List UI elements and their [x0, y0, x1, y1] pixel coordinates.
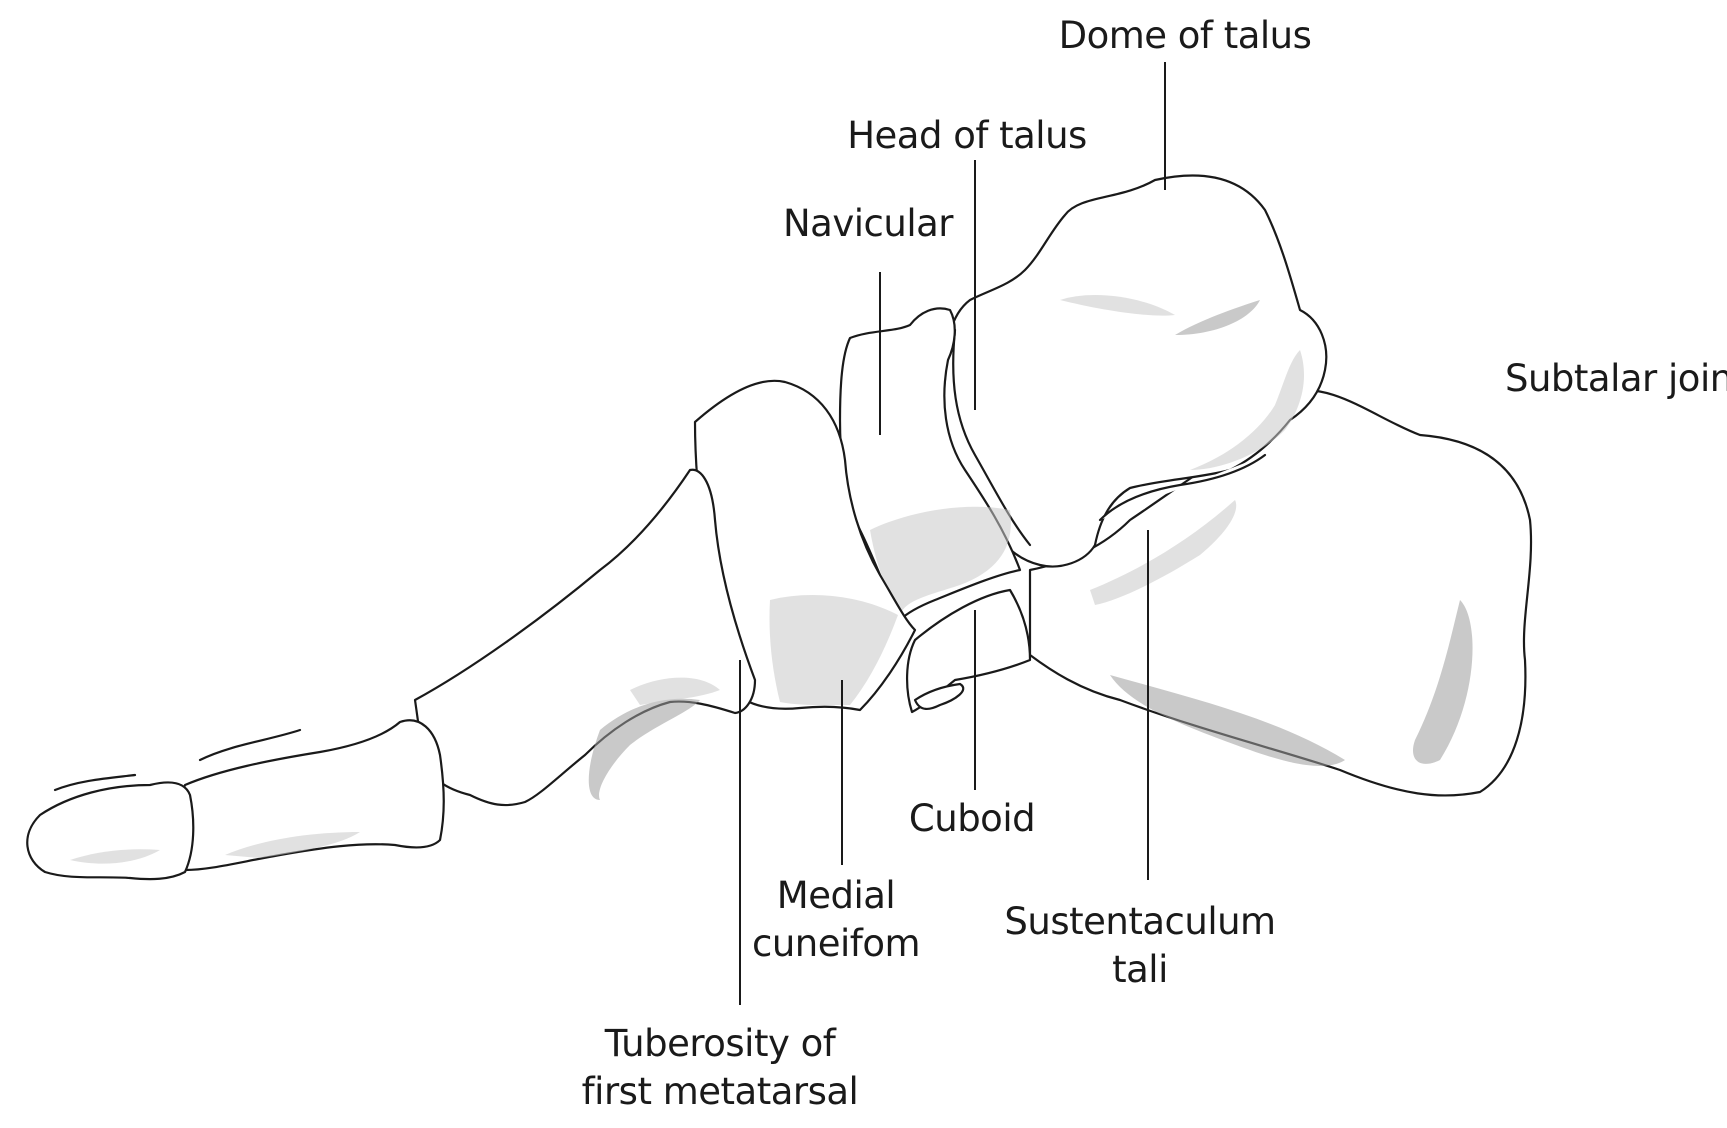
label-head-of-talus: Head of talus [847, 112, 1087, 160]
label-medial-cuneiform: Medial cuneifom [752, 872, 920, 968]
label-navicular: Navicular [783, 200, 953, 248]
label-medial-cuneiform-line2: cuneifom [752, 920, 920, 968]
first-metatarsal-bone [415, 470, 755, 805]
label-sustentaculum-tali-line1: Sustentaculum [1004, 898, 1275, 946]
label-subtalar-joint: Subtalar joint [1505, 355, 1727, 403]
label-medial-cuneiform-line1: Medial [752, 872, 920, 920]
label-sustentaculum-tali: Sustentaculum tali [1004, 898, 1275, 994]
label-dome-of-talus: Dome of talus [1059, 12, 1312, 60]
label-tuberosity-first-metatarsal: Tuberosity of first metatarsal [582, 1020, 859, 1116]
label-tuberosity-line1: Tuberosity of [582, 1020, 859, 1068]
distal-phalanx-bone [27, 782, 193, 879]
label-tuberosity-line2: first metatarsal [582, 1068, 859, 1116]
label-sustentaculum-tali-line2: tali [1004, 946, 1275, 994]
label-cuboid: Cuboid [909, 795, 1035, 843]
